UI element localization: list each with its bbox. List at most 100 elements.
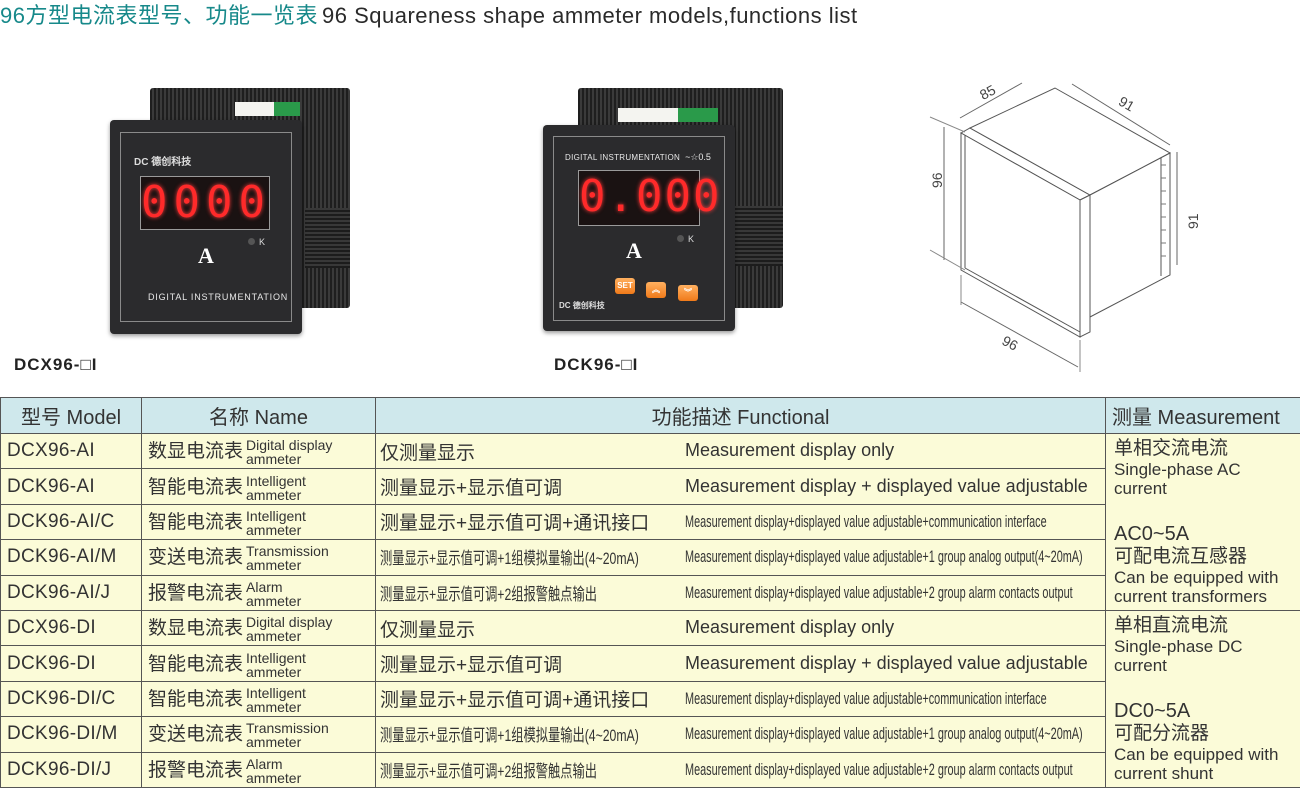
accessory-en: Can be equipped with current shunt [1114,745,1278,783]
accessory-zh: 可配电流互感器 [1114,546,1292,568]
name-zh: 变送电流表 [148,724,243,745]
func-zh: 测量显示+显示值可调+2组报警触点输出 [380,757,597,782]
name-en-line2: ammeter [246,664,301,680]
func-zh: 测量显示+显示值可调 [380,478,562,499]
product-label: DCK96-□I [554,355,638,375]
dim-width: 96 [999,332,1020,354]
model-cell: DCX96-AI [1,434,142,469]
name-en-line2: ammeter [246,770,301,786]
product-label: DCX96-□I [14,355,97,375]
func-en-wrap: Measurement display only [681,440,894,462]
brand-logo: DC 德创科技 [559,300,605,311]
func-en: Measurement display+displayed value adju… [685,689,1047,709]
name-zh: 智能电流表 [148,512,243,533]
func-zh: 测量显示+显示值可调+通讯接口 [380,513,649,534]
measurement-en: Single-phase AC current [1114,460,1241,498]
unit-label: A [198,243,214,269]
functional-cell: 测量显示+显示值可调+通讯接口 Measurement display+displ… [376,504,1106,539]
name-en-line2: ammeter [246,628,301,644]
meter-side [733,206,783,266]
panel-text: DIGITAL INSTRUMENTATION [565,152,680,163]
func-en: Measurement display only [685,617,894,637]
indicator-k: K [248,237,265,247]
up-button[interactable]: ︽ [646,282,666,298]
func-zh-wrap: 测量显示+显示值可调 [376,473,681,500]
func-en: Measurement display+displayed value adju… [685,547,1083,567]
func-en: Measurement display + displayed value ad… [685,653,1088,673]
accessory-zh: 可配分流器 [1114,723,1292,745]
func-zh-wrap: 仅测量显示 [376,615,681,642]
name-en-line2: ammeter [246,487,301,503]
func-zh: 测量显示+显示值可调+1组模拟量输出(4~20mA) [380,544,639,569]
name-en-line2: ammeter [246,522,301,538]
measurement-zh: 单相交流电流 [1114,438,1292,460]
dim-rear-height: 91 [1185,213,1201,229]
set-button[interactable]: SET [615,278,635,294]
face-frame [553,136,725,321]
display-readout: 0.000 [578,170,700,226]
func-en-wrap: Measurement display+displayed value adju… [681,511,1106,533]
down-button[interactable]: ︾ [678,285,698,301]
dim-side: 91 [1116,93,1138,115]
name-en-line2: ammeter [246,451,301,467]
name-zh: 报警电流表 [148,760,243,781]
model-cell: DCK96-AI/C [1,504,142,539]
name-en-line2: ammeter [246,699,301,715]
models-table: 型号 Model 名称 Name 功能描述 Functional 测量 Meas… [0,397,1300,788]
func-en: Measurement display+displayed value adju… [685,512,1047,532]
name-zh: 报警电流表 [148,583,243,604]
table-header: 型号 Model 名称 Name 功能描述 Functional 测量 Meas… [1,398,1300,434]
func-zh: 仅测量显示 [380,443,475,464]
meter-side [305,208,350,268]
func-en-wrap: Measurement display+displayed value adju… [681,688,1106,710]
name-zh: 智能电流表 [148,477,243,498]
header-measurement: 测量 Measurement [1106,398,1300,434]
dim-depth: 85 [977,81,998,103]
func-zh-wrap: 测量显示+显示值可调+1组模拟量输出(4~20mA) [376,721,681,747]
func-zh: 测量显示+显示值可调+1组模拟量输出(4~20mA) [380,721,639,746]
header-name: 名称 Name [142,398,376,434]
measurement-en: Single-phase DC current [1114,637,1243,675]
dimension-drawing: 85 91 96 91 96 [920,60,1220,380]
func-zh: 仅测量显示 [380,620,475,641]
model-cell: DCK96-DI/J [1,752,142,787]
measurement-range: DC0~5A [1114,699,1292,723]
func-en: Measurement display+displayed value adju… [685,583,1073,603]
func-en-wrap: Measurement display+displayed value adju… [681,546,1106,568]
model-cell: DCK96-DI [1,646,142,681]
func-zh-wrap: 测量显示+显示值可调+1组模拟量输出(4~20mA) [376,544,681,570]
model-cell: DCK96-AI [1,469,142,504]
func-zh: 测量显示+显示值可调 [380,655,562,676]
accuracy-class: ~☆0.5 [685,152,711,163]
func-zh-wrap: 测量显示+显示值可调 [376,650,681,677]
name-en-line2: ammeter [246,557,301,573]
func-en-wrap: Measurement display+displayed value adju… [681,759,1106,781]
name-zh: 智能电流表 [148,689,243,710]
measurement-zh: 单相直流电流 [1114,615,1292,637]
model-cell: DCK96-DI/M [1,717,142,752]
func-en-wrap: Measurement display only [681,617,894,639]
